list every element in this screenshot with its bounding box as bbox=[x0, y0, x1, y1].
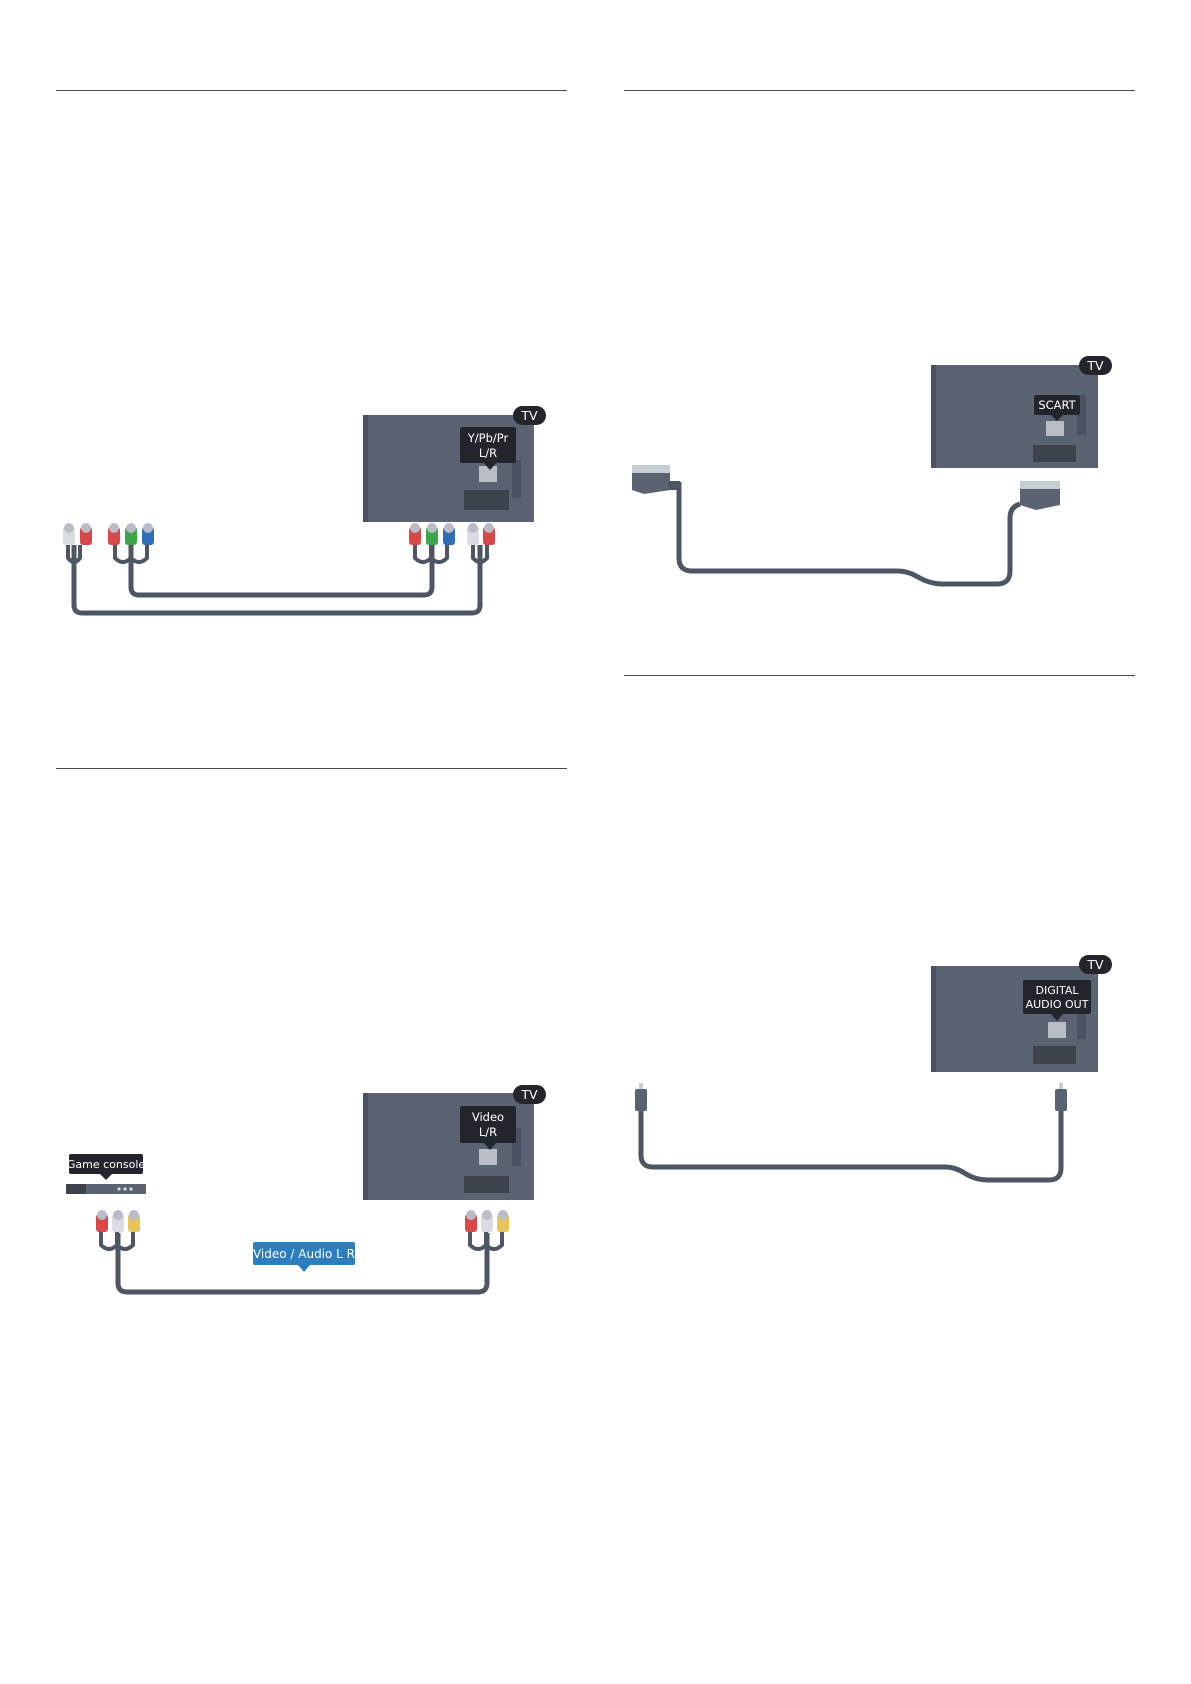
scart-tv: SCART TV bbox=[931, 356, 1112, 468]
composite-port-label-line2: L/R bbox=[479, 1125, 497, 1139]
component-plugs-left bbox=[63, 523, 154, 545]
optical-plug-right bbox=[1055, 1083, 1067, 1111]
digital-audio-port-label-line1: DIGITAL bbox=[1035, 984, 1079, 997]
composite-tv: Video L/R TV bbox=[363, 1085, 546, 1200]
digital-audio-port-label-line2: AUDIO OUT bbox=[1026, 998, 1089, 1011]
section-rule-digital-audio bbox=[624, 675, 1135, 676]
component-diagram: Y/Pb/Pr L/R TV bbox=[63, 406, 546, 616]
composite-cable bbox=[115, 1233, 490, 1295]
composite-diagram: Game console Video / Audio L R bbox=[66, 1085, 546, 1295]
section-rule-scart bbox=[624, 90, 1135, 91]
tv-badge: TV bbox=[1086, 358, 1104, 373]
game-console-label: Game console bbox=[67, 1158, 146, 1171]
component-tv: Y/Pb/Pr L/R TV bbox=[363, 406, 546, 522]
composite-plugs-left bbox=[96, 1210, 140, 1232]
component-cable-audio bbox=[71, 545, 483, 616]
optical-plug-left bbox=[635, 1083, 647, 1111]
composite-plugs-right bbox=[465, 1210, 509, 1232]
composite-port-label-line1: Video bbox=[472, 1110, 504, 1124]
section-rule-composite bbox=[56, 768, 567, 769]
tv-badge: TV bbox=[520, 408, 538, 423]
digital-audio-diagram: DIGITAL AUDIO OUT TV bbox=[635, 955, 1112, 1183]
tv-badge: TV bbox=[1086, 957, 1104, 972]
component-port-label-line1: Y/Pb/Pr bbox=[467, 431, 509, 445]
cable-callout: Video / Audio L R bbox=[253, 1242, 355, 1272]
scart-diagram: SCART TV bbox=[632, 356, 1112, 587]
cable-callout-label: Video / Audio L R bbox=[253, 1247, 355, 1261]
component-cable-video bbox=[128, 545, 435, 598]
tv-badge: TV bbox=[520, 1087, 538, 1102]
component-plugs-right bbox=[409, 523, 495, 545]
scart-plug-left bbox=[632, 465, 680, 494]
game-console: Game console bbox=[66, 1154, 146, 1194]
scart-cable bbox=[676, 482, 1021, 587]
optical-cable bbox=[638, 1108, 1064, 1183]
component-port-label-line2: L/R bbox=[479, 446, 497, 460]
scart-plug-right bbox=[1020, 481, 1060, 510]
section-rule-component bbox=[56, 90, 567, 91]
scart-port-label: SCART bbox=[1038, 398, 1076, 412]
digital-audio-tv: DIGITAL AUDIO OUT TV bbox=[931, 955, 1112, 1072]
